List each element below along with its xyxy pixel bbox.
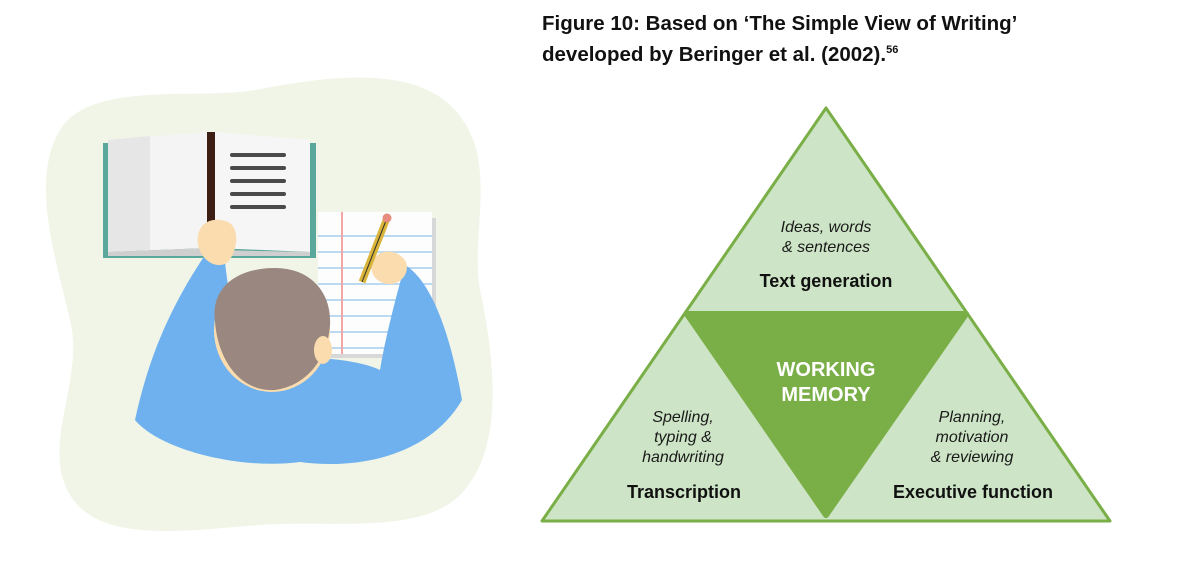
text-generation-section: Ideas, words & sentences Text generation xyxy=(760,219,893,291)
executive-function-label: Executive function xyxy=(893,482,1053,502)
transcription-desc-line-2: typing & xyxy=(654,429,712,446)
person xyxy=(135,219,462,465)
simple-view-of-writing-diagram: Ideas, words & sentences Text generation… xyxy=(540,106,1112,523)
executive-function-desc-line-2: motivation xyxy=(936,429,1009,446)
text-lines xyxy=(230,153,286,209)
transcription-desc-line-1: Spelling, xyxy=(652,409,713,426)
working-memory-section: WORKING MEMORY xyxy=(777,359,876,406)
left-hand xyxy=(197,219,237,266)
transcription-label: Transcription xyxy=(627,482,741,502)
working-memory-triangle xyxy=(684,311,969,518)
figure-title-line-2-text: developed by Beringer et al. (2002). xyxy=(542,43,887,66)
figure-title-line-2: developed by Beringer et al. (2002).56 xyxy=(542,37,1182,68)
open-book xyxy=(103,132,316,258)
figure-title: Figure 10: Based on ‘The Simple View of … xyxy=(542,10,1182,68)
working-memory-label-line-2: MEMORY xyxy=(781,384,871,406)
transcription-desc-line-3: handwriting xyxy=(642,449,724,466)
figure-title-line-1: Figure 10: Based on ‘The Simple View of … xyxy=(542,12,1018,35)
hair xyxy=(214,268,331,391)
transcription-section: Spelling, typing & handwriting Transcrip… xyxy=(627,409,741,502)
student-writing-illustration xyxy=(45,77,493,532)
text-generation-desc-line-1: Ideas, words xyxy=(781,219,872,236)
working-memory-label-line-1: WORKING xyxy=(777,359,876,381)
text-generation-label: Text generation xyxy=(760,271,893,291)
pencil-icon xyxy=(358,213,392,284)
footnote-ref: 56 xyxy=(886,44,899,56)
executive-function-desc-line-1: Planning, xyxy=(939,409,1006,426)
text-generation-desc-line-2: & sentences xyxy=(782,239,870,256)
right-hand xyxy=(371,251,407,285)
executive-function-section: Planning, motivation & reviewing Executi… xyxy=(893,409,1053,502)
executive-function-desc-line-3: & reviewing xyxy=(931,449,1014,466)
